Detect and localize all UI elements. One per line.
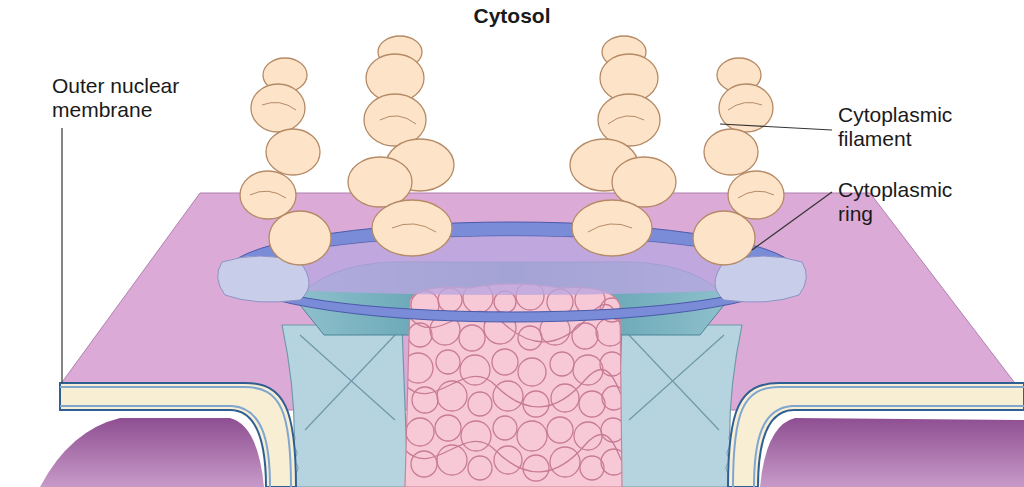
spoke-edge	[629, 335, 724, 430]
membrane-layer	[733, 387, 1024, 487]
cytoplasmic-filament-shapes	[240, 36, 784, 265]
membrane-cross-section	[728, 383, 1024, 487]
membrane-cross-section	[60, 383, 296, 487]
part-label: Cytoplasmic ring	[838, 178, 988, 226]
region-label: Cytosol	[412, 4, 612, 28]
inner-membrane-right	[760, 418, 1024, 487]
pore-spoke	[282, 325, 408, 487]
part-label: Cytoplasmic filament	[838, 103, 988, 151]
membrane-layer	[60, 387, 291, 487]
filament-texture	[250, 102, 774, 232]
part-label: Outer nuclear membrane	[52, 74, 202, 122]
pore-spoke	[616, 325, 742, 487]
inner-membrane-left	[40, 418, 264, 487]
leader-line	[62, 124, 832, 383]
spoke-edge	[300, 335, 395, 430]
